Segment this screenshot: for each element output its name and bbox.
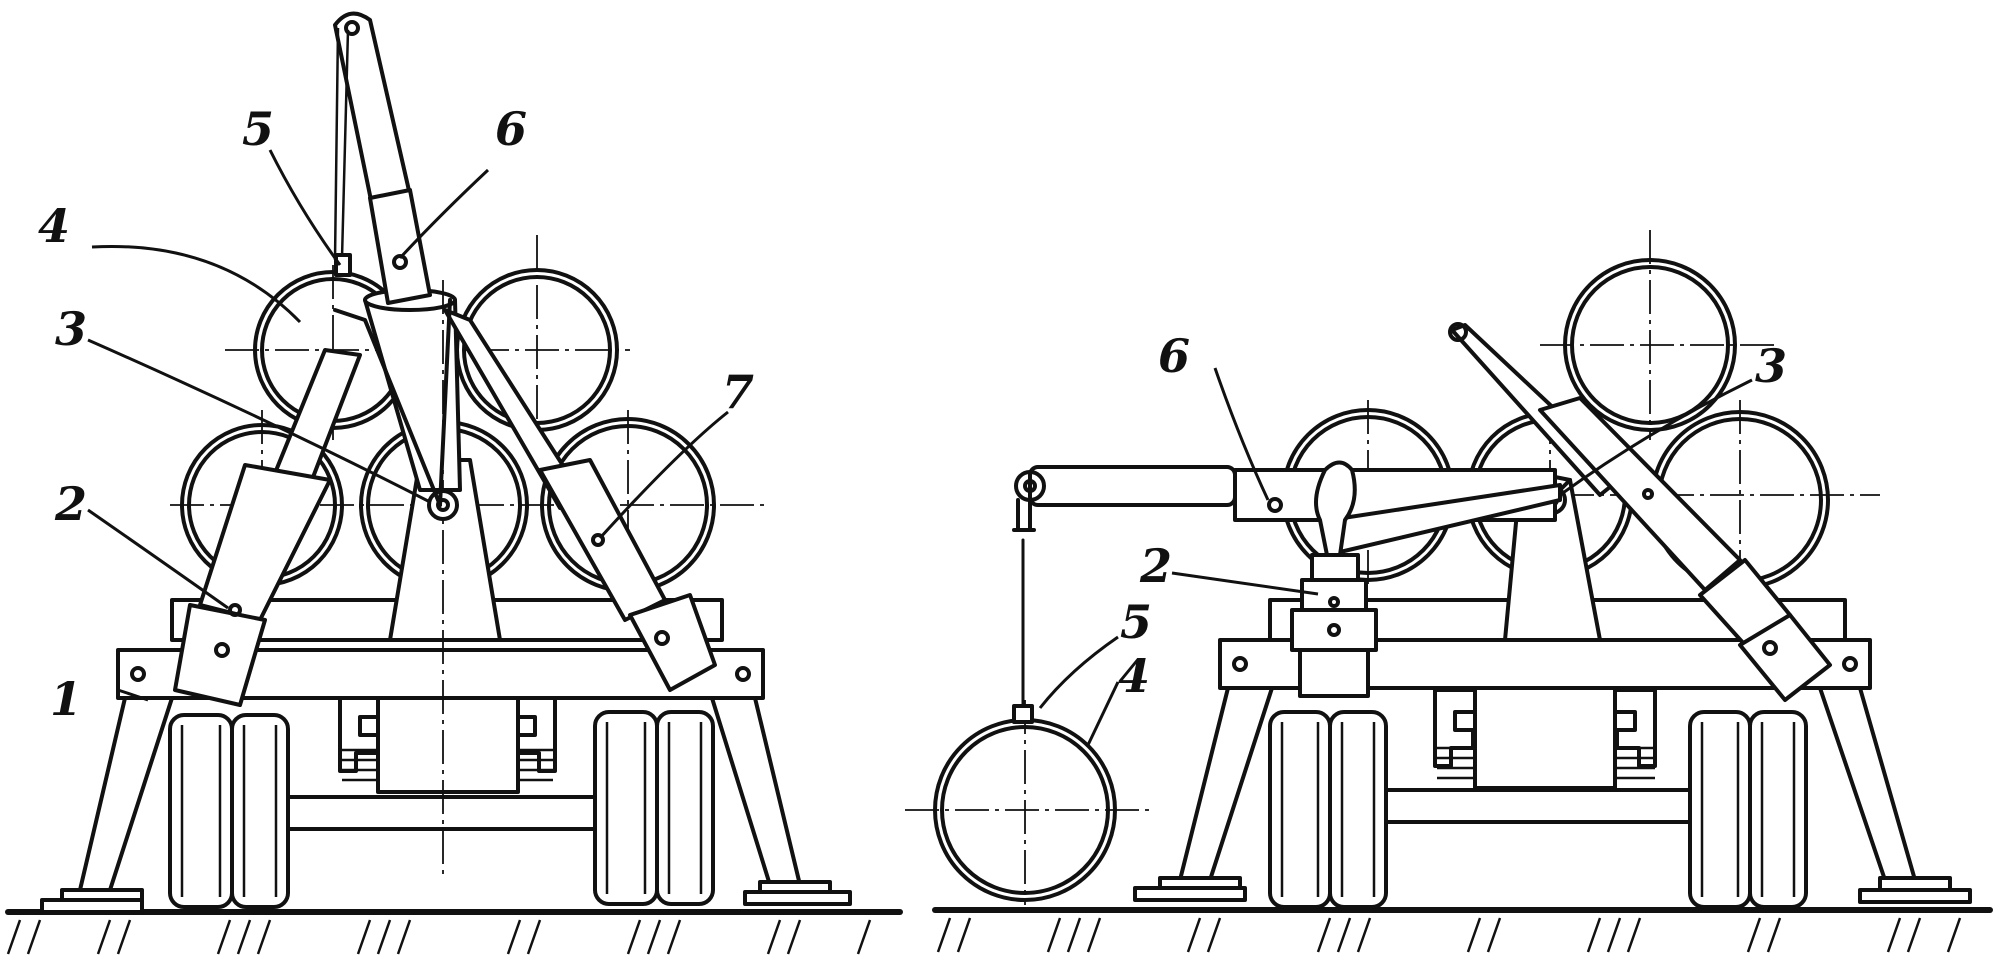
leader-lines-right — [1038, 367, 1753, 746]
ground-right — [932, 907, 1993, 953]
axle-left — [286, 690, 597, 831]
callout-labels-left: 1 2 3 4 5 6 7 — [38, 102, 754, 726]
hydraulic-cylinder-left — [173, 308, 442, 707]
label-6-right: 6 — [1158, 329, 1190, 383]
ground-left — [5, 909, 903, 955]
label-5-right: 5 — [1120, 595, 1152, 649]
boom-left — [333, 11, 432, 305]
suspended-pipe — [905, 498, 1150, 905]
label-3: 3 — [55, 302, 87, 356]
wheels-right — [1268, 710, 1808, 909]
hydraulic-cylinder-right-view — [1290, 460, 1378, 698]
label-7: 7 — [722, 365, 754, 419]
label-4-right: 4 — [1118, 649, 1150, 703]
hydraulic-cylinder-right — [438, 298, 717, 692]
label-2-right: 2 — [1139, 539, 1172, 593]
label-1: 1 — [50, 672, 82, 726]
axle-right — [1384, 686, 1692, 824]
inclined-jib-right — [1448, 322, 1832, 702]
label-5: 5 — [242, 102, 274, 156]
callout-labels-right: 2 3 4 5 6 — [1118, 329, 1787, 703]
mast-left — [363, 280, 502, 880]
leader-lines-left — [87, 149, 729, 702]
left-view: 1 2 3 4 5 6 7 — [38, 11, 852, 914]
label-2: 2 — [54, 477, 87, 531]
wheels-left — [168, 710, 715, 909]
label-6: 6 — [495, 102, 527, 156]
label-4: 4 — [38, 199, 70, 253]
label-3-right: 3 — [1755, 339, 1787, 393]
boom-right — [1014, 465, 1562, 554]
right-view: 2 3 4 5 6 — [905, 230, 1972, 909]
